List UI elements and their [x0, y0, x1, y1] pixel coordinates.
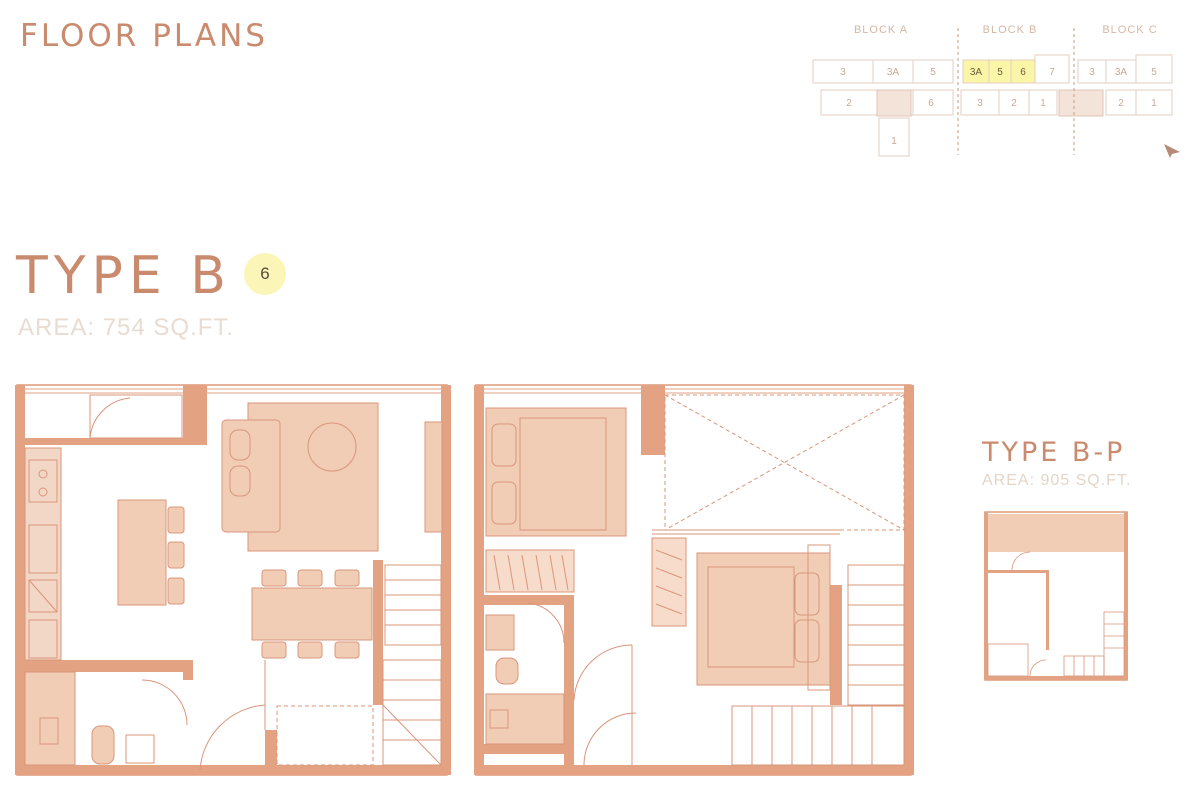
walls	[474, 385, 914, 775]
key-plan-unit-label-highlighted: 5	[997, 67, 1003, 78]
key-plan-unit-label: 1	[1040, 98, 1046, 109]
key-plan-unit-label: 2	[1118, 98, 1124, 109]
walls	[15, 385, 451, 775]
key-plan-unit-label: 3A	[1115, 67, 1128, 78]
key-plan-unit-label: 5	[1151, 67, 1157, 78]
key-plan-block-b-label: BLOCK B	[982, 24, 1038, 36]
unit-area: AREA: 754 SQ.FT.	[18, 314, 235, 341]
key-plan-unit-label: 5	[930, 67, 936, 78]
key-plan-unit-label-highlighted: 3A	[970, 67, 983, 78]
window-marks	[25, 388, 441, 394]
kitchen-island	[117, 499, 185, 606]
bathroom	[24, 660, 266, 771]
north-arrow-icon	[1164, 144, 1180, 158]
key-plan-block-c-label: BLOCK C	[1102, 24, 1158, 36]
key-plan-core	[1058, 89, 1104, 117]
key-plan-core	[876, 89, 912, 117]
key-plan-unit-label: 3	[977, 98, 983, 109]
key-plan-labels: 3 3A 5 2 6 1 3A 5 6 7 3 2 1 3 3A 5 2 1	[840, 67, 1157, 147]
bathroom-2	[485, 602, 637, 766]
staircase	[652, 529, 905, 766]
bedroom-1	[485, 407, 627, 593]
key-plan-unit-label: 1	[1151, 98, 1157, 109]
key-plan-unit	[878, 117, 910, 157]
key-plan-unit-label: 3	[840, 67, 846, 78]
key-plan-unit-label: 6	[928, 98, 934, 109]
key-plan-unit-label: 3	[1089, 67, 1095, 78]
key-plan-unit-label-highlighted: 6	[1020, 67, 1026, 78]
key-plan-unit	[1135, 54, 1173, 84]
key-plan-unit	[1028, 89, 1058, 116]
key-plan-unit	[1135, 89, 1173, 116]
living-area	[221, 402, 443, 552]
key-plan	[812, 28, 1173, 157]
key-plan-unit-label: 7	[1049, 67, 1055, 78]
upper-floor-plan	[474, 384, 914, 776]
key-plan-unit	[912, 89, 954, 116]
alt-unit-type-title: TYPE B-P	[982, 437, 1126, 468]
kitchen-counter	[24, 447, 62, 661]
key-plan-unit	[912, 59, 954, 84]
unit-type-title: TYPE B	[16, 246, 232, 306]
key-plan-unit-label: 2	[1011, 98, 1017, 109]
master-bedroom	[651, 537, 831, 691]
key-plan-unit-label: 3A	[887, 67, 900, 78]
key-plan-unit-label: 2	[846, 98, 852, 109]
key-plan-unit-label: 1	[891, 136, 897, 147]
alt-unit-area: AREA: 905 SQ.FT.	[982, 472, 1132, 489]
window-marks	[484, 388, 904, 394]
key-plan-block-a-label: BLOCK A	[853, 24, 909, 36]
dining-set	[251, 569, 373, 659]
staircase	[276, 564, 442, 766]
lower-floor-plan	[15, 384, 451, 776]
key-plan-unit	[1034, 54, 1070, 84]
unit-count-badge: 6	[244, 253, 286, 295]
type-bp-mini-plan	[984, 511, 1128, 681]
balcony-door	[89, 394, 183, 439]
page-title: FLOOR PLANS	[20, 18, 268, 54]
